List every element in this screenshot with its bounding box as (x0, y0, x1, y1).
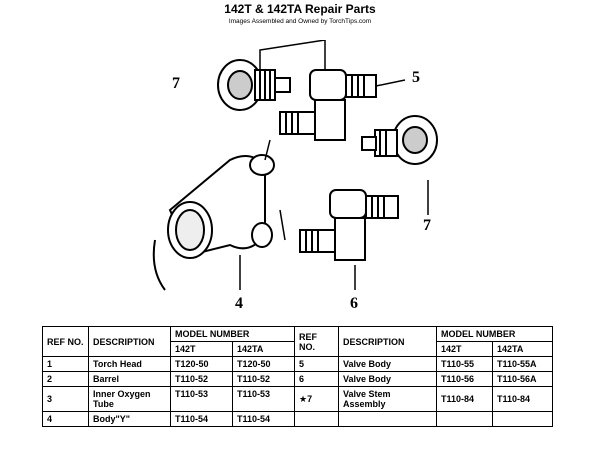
parts-table: REF NO. DESCRIPTION MODEL NUMBER REF NO.… (42, 326, 553, 427)
cell-142ta: T110-52 (232, 371, 295, 387)
cell-ref: 2 (42, 371, 89, 387)
upper-valve-stem (217, 59, 291, 111)
header-142ta-right: 142TA (492, 341, 553, 357)
header-142t-right: 142T (436, 341, 493, 357)
cell-142t-right: T110-55 (436, 356, 493, 372)
cell-ref: 3 (42, 386, 89, 412)
cell-142t: T110-54 (170, 411, 233, 427)
cell-142ta-right: T110-55A (492, 356, 553, 372)
table-row: 1 Torch Head T120-50 T120-50 5 Valve Bod… (42, 356, 553, 372)
cell-desc: Barrel (88, 371, 171, 387)
callout-7-upper: 7 (172, 75, 180, 92)
header-model-number-right: MODEL NUMBER (436, 326, 553, 342)
cell-ref: 1 (42, 356, 89, 372)
upper-valve-body (279, 69, 377, 141)
parts-diagram: 7 5 7 4 6 (152, 40, 438, 312)
callout-4: 4 (235, 295, 243, 312)
cell-142t: T120-50 (170, 356, 233, 372)
cell-desc-right: Valve Body (338, 371, 437, 387)
table-subheader-row: 142T 142TA 142T 142TA (43, 341, 553, 357)
callout-7-right: 7 (423, 217, 431, 234)
callout-6: 6 (350, 295, 358, 312)
table-row: 4 Body"Y" T110-54 T110-54 (42, 411, 553, 427)
right-valve-stem (361, 115, 438, 165)
cell-ref-right (294, 411, 339, 427)
lower-valve-body (299, 189, 399, 261)
header-ref-no: REF NO. (42, 326, 89, 357)
cell-desc: Torch Head (88, 356, 171, 372)
leader-lines (239, 40, 429, 290)
cell-142ta: T120-50 (232, 356, 295, 372)
cell-142t: T110-53 (170, 386, 233, 412)
table-header-row: REF NO. DESCRIPTION MODEL NUMBER REF NO.… (42, 326, 553, 357)
cell-142ta-right: T110-84 (492, 386, 553, 412)
cell-142ta-right: T110-56A (492, 371, 553, 387)
header-description-right: DESCRIPTION (338, 326, 437, 357)
header-ref-no-right: REF NO. (294, 326, 339, 357)
header-model-number: MODEL NUMBER (170, 326, 295, 342)
table-row: 2 Barrel T110-52 T110-52 6 Valve Body T1… (42, 371, 553, 387)
cell-desc-right: Valve Body (338, 356, 437, 372)
cell-142ta: T110-53 (232, 386, 295, 412)
cell-desc-right: Valve Stem Assembly (338, 386, 437, 412)
table-row: 3 Inner Oxygen Tube T110-53 T110-53 ★7 V… (42, 386, 553, 412)
cell-ref-right: 5 (294, 356, 339, 372)
page-subtitle: Images Assembled and Owned by TorchTips.… (228, 18, 372, 25)
cell-ref-right: 6 (294, 371, 339, 387)
cell-142ta-right (492, 411, 553, 427)
cell-ref-right: ★7 (294, 386, 339, 412)
cell-142t-right: T110-84 (436, 386, 493, 412)
header-142ta: 142TA (232, 341, 295, 357)
cell-desc: Body"Y" (88, 411, 171, 427)
cell-142t-right: T110-56 (436, 371, 493, 387)
page-title: 142T & 142TA Repair Parts (224, 2, 376, 16)
cell-142t-right (436, 411, 493, 427)
cell-desc: Inner Oxygen Tube (88, 386, 171, 412)
header-142t: 142T (170, 341, 233, 357)
cell-desc-right (338, 411, 437, 427)
cell-142ta: T110-54 (232, 411, 295, 427)
callout-5: 5 (412, 69, 420, 86)
cell-ref: 4 (42, 411, 89, 427)
cell-142t: T110-52 (170, 371, 233, 387)
header-description: DESCRIPTION (88, 326, 171, 357)
body-y (152, 154, 275, 291)
